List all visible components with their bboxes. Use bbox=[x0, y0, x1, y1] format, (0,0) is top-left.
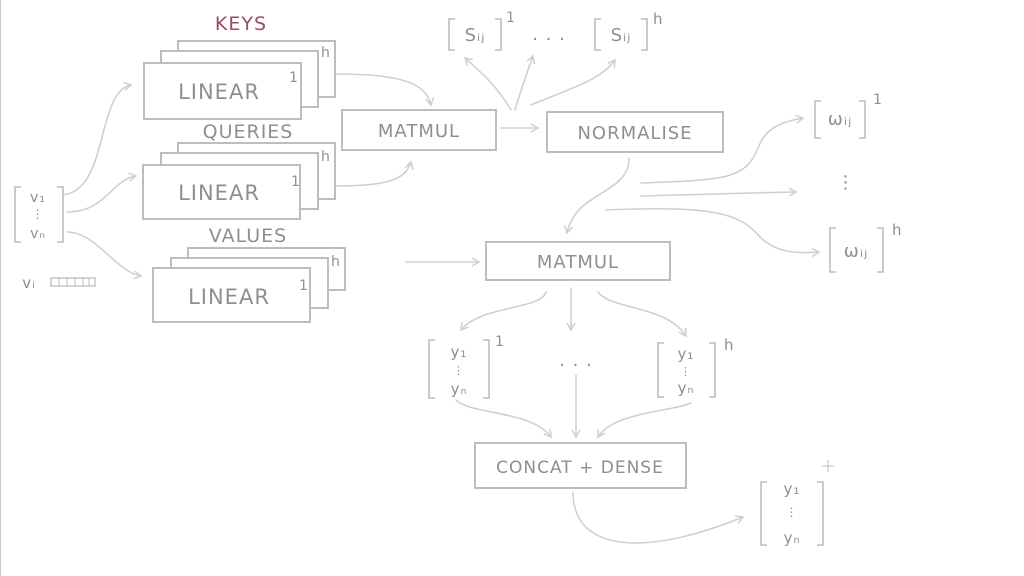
head-1-top-label: y₁ bbox=[451, 343, 468, 361]
keys-linear-box bbox=[143, 62, 302, 120]
head-output-ellipsis: . . . bbox=[559, 350, 593, 371]
values-linear-label: LINEAR bbox=[188, 285, 270, 309]
queries-linear-index: 1 bbox=[291, 174, 301, 190]
arrow-input-to-keys bbox=[62, 81, 133, 196]
weight-matrix-1: ωᵢⱼ 1 bbox=[814, 92, 883, 139]
concat-dense-label: CONCAT + DENSE bbox=[496, 458, 664, 478]
score-matrix-h: Sᵢⱼ h bbox=[594, 10, 664, 51]
arrow-y1-to-concat bbox=[455, 399, 552, 439]
matmul-scores: MATMUL bbox=[341, 109, 497, 151]
concat-dense: CONCAT + DENSE bbox=[474, 442, 687, 489]
head-h-index: h bbox=[724, 336, 735, 354]
output-vdots: ⋮ bbox=[786, 505, 799, 519]
output-bottom-label: yₙ bbox=[784, 529, 801, 547]
arrow-to-score-mid bbox=[514, 54, 536, 111]
vector-cells-icon bbox=[50, 277, 96, 287]
matmul-scores-box bbox=[341, 109, 497, 151]
matmul-values-box bbox=[485, 241, 671, 281]
arrow-queries-to-matmul bbox=[335, 160, 414, 187]
keys-linear-stack: KEYS LINEAR 1 h bbox=[143, 13, 336, 120]
head-h-top-label: y₁ bbox=[678, 345, 695, 363]
arrow-to-score-1 bbox=[463, 57, 512, 111]
values-title: VALUES bbox=[209, 225, 287, 247]
input-vector: v₁ ⋮ vₙ bbox=[14, 186, 64, 243]
arrow-normalise-to-matmul bbox=[563, 157, 630, 235]
arrow-to-score-h bbox=[530, 58, 616, 106]
queries-stack-top-index: h bbox=[321, 149, 331, 165]
matmul-scores-label: MATMUL bbox=[378, 121, 460, 142]
matmul-values-label: MATMUL bbox=[537, 252, 619, 273]
head-1-vdots: ⋮ bbox=[453, 364, 465, 377]
arrows bbox=[62, 54, 821, 544]
concat-dense-box bbox=[474, 442, 687, 489]
queries-title: QUERIES bbox=[203, 121, 294, 143]
arrow-to-weight-h bbox=[605, 207, 821, 258]
arrow-keys-to-matmul bbox=[335, 73, 435, 107]
normalise: NORMALISE bbox=[546, 111, 724, 153]
values-stack-top-index: h bbox=[331, 254, 341, 270]
single-input-label: vᵢ bbox=[22, 274, 36, 292]
weight-vdots: ⋮ bbox=[837, 172, 856, 193]
input-top-label: v₁ bbox=[30, 190, 46, 206]
matmul-weighted-values: MATMUL bbox=[485, 241, 671, 281]
normalise-box bbox=[546, 111, 724, 153]
single-input-vector: vᵢ bbox=[22, 274, 96, 292]
score-1-index: 1 bbox=[506, 10, 516, 26]
score-matrix-1: Sᵢⱼ 1 bbox=[448, 10, 516, 51]
arrow-to-weight-mid bbox=[640, 187, 798, 197]
keys-stack-top-index: h bbox=[321, 45, 331, 61]
final-output-vector: y₁ ⋮ yₙ bbox=[760, 480, 824, 547]
queries-linear-stack: QUERIES LINEAR 1 h bbox=[142, 121, 336, 220]
arrow-matmul-to-y-1 bbox=[460, 291, 547, 332]
input-bottom-label: vₙ bbox=[30, 226, 46, 242]
values-linear-box bbox=[152, 267, 311, 323]
head-1-bottom-label: yₙ bbox=[451, 380, 468, 398]
score-ellipsis: . . . bbox=[532, 24, 566, 45]
input-vdots: ⋮ bbox=[32, 207, 45, 221]
keys-linear-index: 1 bbox=[289, 70, 299, 86]
weight-1-index: 1 bbox=[873, 92, 883, 108]
head-output-h: y₁ ⋮ yₙ h bbox=[657, 336, 735, 398]
queries-linear-label: LINEAR bbox=[178, 181, 260, 205]
keys-linear-label: LINEAR bbox=[178, 80, 260, 104]
head-output-1: y₁ ⋮ yₙ 1 bbox=[428, 334, 505, 399]
arrow-yh-to-concat bbox=[597, 402, 692, 439]
score-h-index: h bbox=[653, 10, 664, 28]
weight-1-label: ωᵢⱼ bbox=[828, 109, 852, 130]
cursor-crosshair-icon bbox=[822, 460, 834, 472]
normalise-label: NORMALISE bbox=[577, 123, 692, 144]
output-top-label: y₁ bbox=[784, 480, 801, 498]
arrow-matmul-to-y-h bbox=[597, 291, 687, 338]
arrow-concat-to-output bbox=[572, 491, 745, 544]
arrow-input-to-queries bbox=[66, 172, 138, 213]
values-linear-index: 1 bbox=[299, 278, 309, 294]
head-h-vdots: ⋮ bbox=[680, 365, 692, 378]
keys-title: KEYS bbox=[215, 13, 267, 35]
arrow-input-to-values bbox=[66, 231, 143, 280]
score-1-label: Sᵢⱼ bbox=[465, 25, 486, 46]
score-h-label: Sᵢⱼ bbox=[611, 25, 632, 46]
values-linear-stack: VALUES LINEAR 1 h bbox=[152, 225, 346, 323]
head-h-bottom-label: yₙ bbox=[678, 379, 695, 397]
weight-matrix-h: ωᵢⱼ h bbox=[829, 221, 903, 273]
head-1-index: 1 bbox=[495, 334, 505, 350]
queries-linear-box bbox=[142, 164, 301, 220]
weight-h-index: h bbox=[892, 221, 903, 239]
weight-h-label: ωᵢⱼ bbox=[844, 241, 868, 262]
arrow-to-weight-1 bbox=[640, 114, 805, 184]
